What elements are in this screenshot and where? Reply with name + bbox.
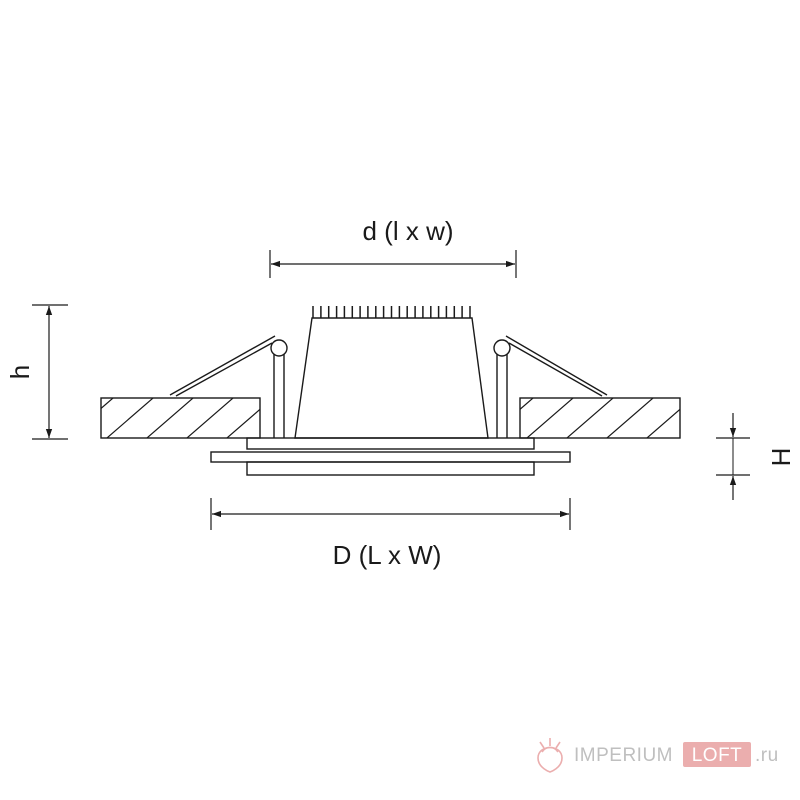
label-height: h — [5, 365, 35, 379]
dimension-frame-height — [716, 413, 750, 500]
spring-clip-right — [493, 335, 608, 438]
dimension-inner-width — [269, 250, 517, 278]
label-outer-width: D (L x W) — [333, 540, 442, 570]
ceiling-left — [100, 397, 261, 439]
label-inner-width: d (l x w) — [363, 216, 454, 246]
watermark-highlight-box — [683, 742, 751, 767]
watermark-brand-main: IMPERIUM — [574, 745, 673, 766]
watermark-brand: IMPERIUM — [574, 745, 673, 766]
watermark-logo-icon — [537, 738, 563, 773]
heatsink-fins — [312, 306, 471, 318]
spring-clip-left — [169, 335, 288, 438]
watermark-suffix: .ru — [755, 745, 779, 766]
dimension-outer-width — [210, 498, 571, 530]
watermark: IMPERIUM LOFT .ru — [537, 738, 779, 773]
frame-bezel — [210, 437, 571, 476]
watermark-brand-highlight: LOFT — [692, 745, 743, 766]
dimension-height — [32, 304, 68, 440]
label-frame-height: H — [766, 448, 796, 467]
lamp-body — [294, 306, 489, 439]
ceiling-right — [519, 397, 681, 439]
